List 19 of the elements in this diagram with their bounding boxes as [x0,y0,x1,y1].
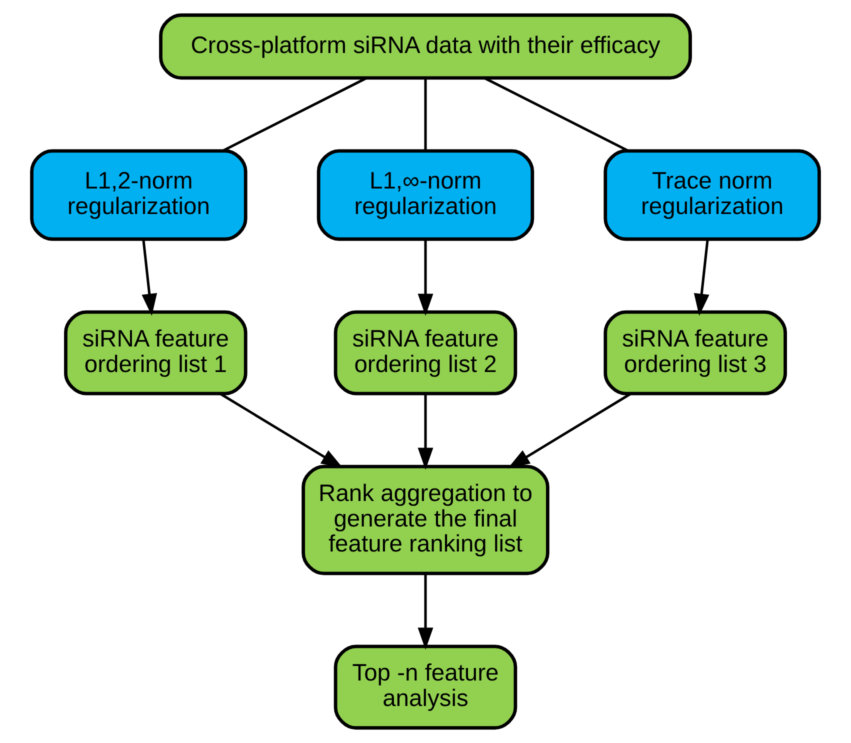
node-box: Trace norm regularization [604,149,821,241]
arrow [418,574,434,650]
connector [222,76,368,152]
arrow [142,240,158,316]
arrow [418,240,434,316]
arrow [220,392,344,468]
connector [484,76,629,152]
node-box: Rank aggregation to generate the final feature ranking list [302,464,550,576]
arrow [418,394,434,470]
node-box: Cross-platform siRNA data with their efficacy [159,13,692,80]
node-box: siRNA feature ordering list 2 [334,310,518,396]
arrow [694,240,710,316]
node-box: Top -n feature analysis [334,644,518,730]
node-box: L1,∞-norm regularization [316,149,534,241]
arrow [508,392,632,468]
node-box: L1,2-norm regularization [30,149,248,241]
node-box: siRNA feature ordering list 3 [604,310,787,396]
connector [424,78,427,151]
node-box: siRNA feature ordering list 1 [64,310,248,396]
